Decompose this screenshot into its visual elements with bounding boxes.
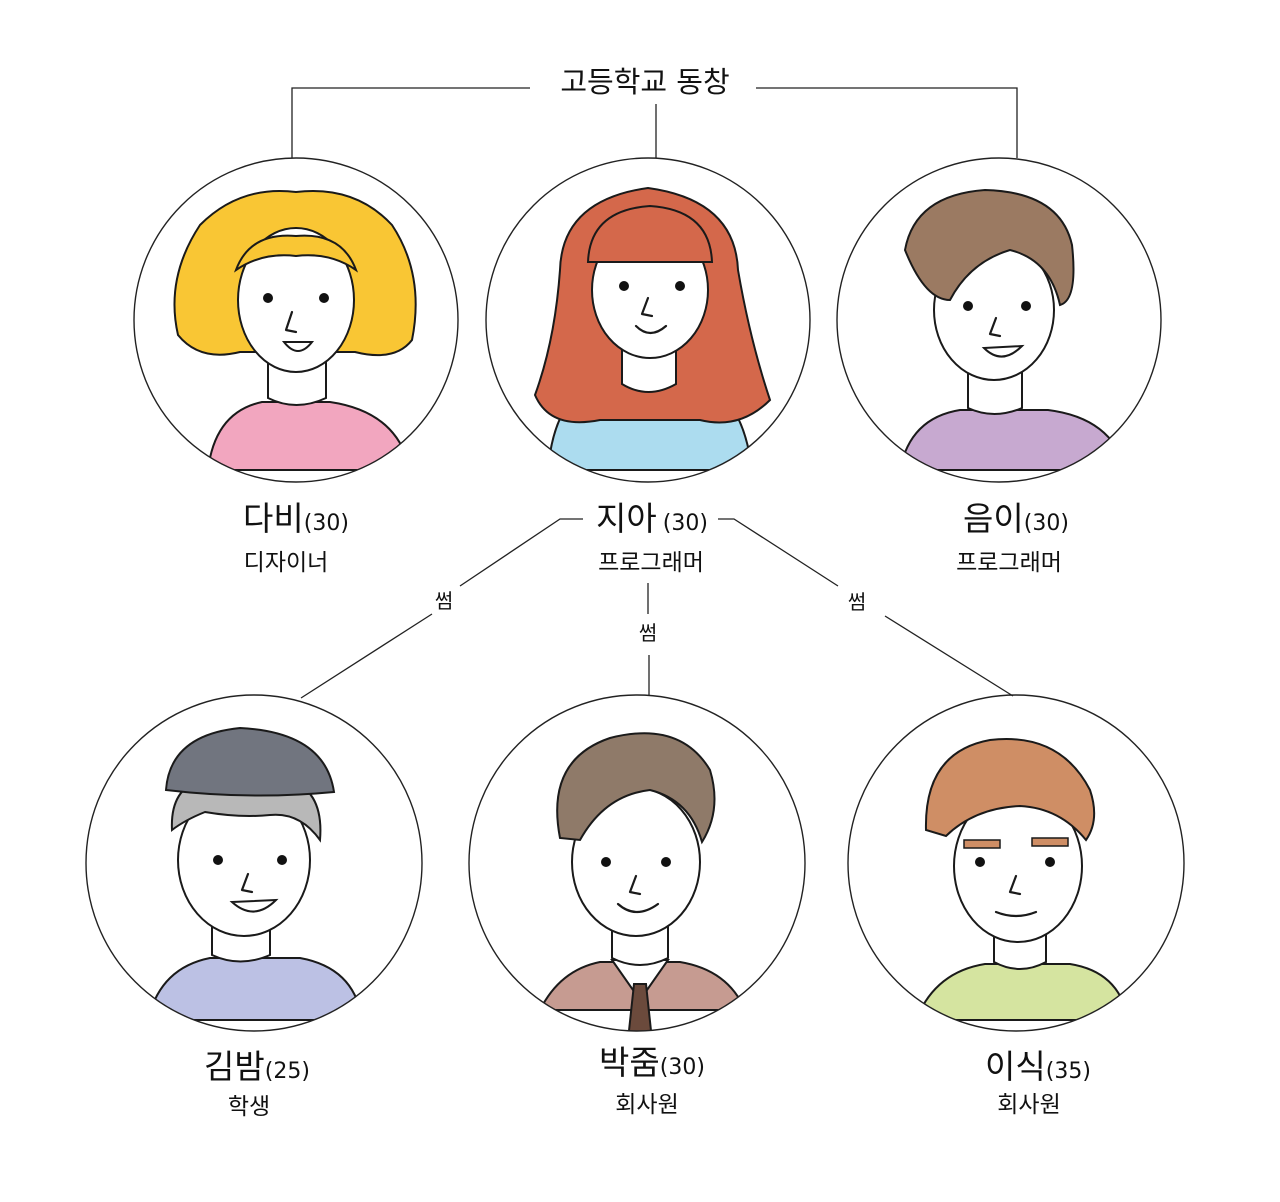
portrait-bakjum	[468, 694, 806, 1032]
person-job: 프로그래머	[598, 550, 704, 576]
person-name: 이식	[985, 1047, 1046, 1086]
svg-text:다비(30): 다비(30)	[243, 499, 349, 538]
person-job: 학생	[228, 1094, 270, 1120]
person-name: 음이	[963, 499, 1024, 538]
portrait-jia	[485, 157, 811, 483]
person-name: 김밤	[204, 1047, 265, 1086]
person-age: (30)	[660, 1055, 705, 1080]
classmate-bracket	[291, 87, 1018, 158]
person-age: (30)	[1024, 511, 1069, 536]
portrait-eumi	[836, 157, 1162, 483]
relation-label-eumi-side: 썸	[848, 590, 866, 614]
person-job: 회사원	[615, 1092, 678, 1118]
label-kimbam: 김밤(25) 학생	[204, 1047, 310, 1120]
svg-text:김밤(25): 김밤(25)	[204, 1047, 310, 1086]
person-age: (35)	[1046, 1059, 1091, 1084]
svg-text:음이(30): 음이(30)	[963, 499, 1069, 538]
label-jia: 지아(30) 프로그래머	[596, 499, 708, 576]
person-age: (25)	[265, 1059, 310, 1084]
portrait-kimbam	[85, 694, 423, 1032]
person-age: (30)	[663, 511, 708, 536]
person-job: 프로그래머	[956, 550, 1062, 576]
person-age: (30)	[304, 511, 349, 536]
label-bakjum: 박줌(30) 회사원	[599, 1043, 705, 1118]
relation-label-center: 썸	[639, 621, 657, 645]
diagram-title: 고등학교 동창	[560, 65, 729, 99]
label-dabi: 다비(30) 디자이너	[243, 499, 349, 576]
relation-lines	[300, 518, 1014, 699]
portrait-dabi	[133, 157, 459, 483]
relation-label-dabi-side: 썸	[435, 589, 453, 613]
label-eumi: 음이(30) 프로그래머	[956, 499, 1069, 576]
person-name: 다비	[243, 499, 304, 538]
person-name: 지아	[596, 499, 657, 538]
svg-text:박줌(30): 박줌(30)	[599, 1043, 705, 1082]
person-job: 회사원	[997, 1092, 1060, 1118]
person-job: 디자이너	[244, 550, 329, 576]
svg-text:이식(35): 이식(35)	[985, 1047, 1091, 1086]
svg-text:지아(30): 지아(30)	[596, 499, 708, 538]
portrait-isik	[847, 694, 1185, 1032]
person-name: 박줌	[599, 1043, 660, 1082]
label-isik: 이식(35) 회사원	[985, 1047, 1091, 1118]
